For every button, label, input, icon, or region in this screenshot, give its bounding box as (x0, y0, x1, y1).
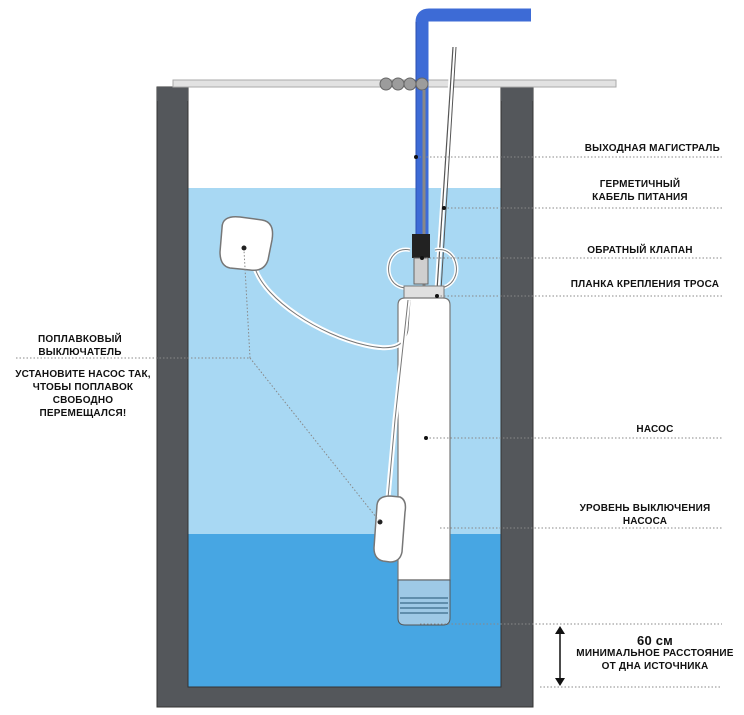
distance-arrow (555, 626, 565, 686)
label-rope-bracket: ПЛАНКА КРЕПЛЕНИЯ ТРОСА (570, 279, 720, 290)
label-check-valve: ОБРАТНЫЙ КЛАПАН (587, 245, 693, 256)
float-switch-lower (373, 495, 407, 563)
label-power-cable: ГЕРМЕТИЧНЫЙ КАБЕЛЬ ПИТАНИЯ (592, 179, 688, 203)
well-wall-cap-right (501, 87, 533, 101)
well-wall-cap-left (157, 87, 188, 101)
label-float-switch: ПОПЛАВКОВЫЙ ВЫКЛЮЧАТЕЛЬ (38, 334, 122, 358)
check-valve (412, 234, 430, 258)
label-pump: НАСОС (636, 424, 674, 435)
float-switch-upper (219, 215, 274, 272)
leader-dots (414, 155, 446, 440)
leader-lines (16, 156, 722, 688)
water-lower-zone (188, 534, 501, 687)
label-shutoff-level: УРОВЕНЬ ВЫКЛЮЧЕНИЯ НАСОСА (579, 503, 711, 527)
rope-clamps (379, 77, 429, 91)
label-min-distance: 60 см МИНИМАЛЬНОЕ РАССТОЯНИЕ ОТ ДНА ИСТО… (576, 633, 734, 672)
install-note: УСТАНОВИТЕ НАСОС ТАК, ЧТОБЫ ПОПЛАВОК СВО… (15, 369, 151, 419)
pump-body (397, 297, 451, 581)
outlet-pipe (415, 8, 531, 245)
label-outlet-pipe: ВЫХОДНАЯ МАГИСТРАЛЬ (584, 143, 720, 154)
